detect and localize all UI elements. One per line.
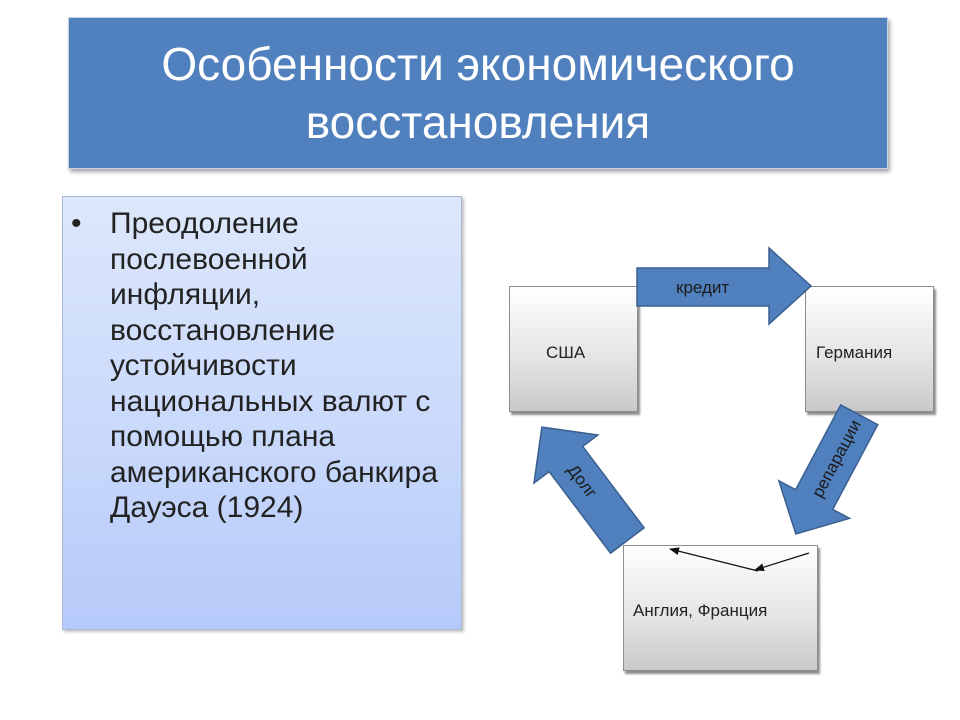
slide-title-line2: восстановления [305,96,651,148]
debt-arrow: Долг [533,426,646,555]
bullet-marker: • [71,207,82,240]
reparations-arrow: репарации [777,403,879,535]
slide-title-line1: Особенности экономического [161,38,795,90]
credit-arrow-label: кредит [676,278,729,297]
node-england-france: Англия, Франция [623,545,818,671]
node-germany: Германия [805,286,934,412]
credit-arrow: кредит [636,246,813,326]
internal-flow-arrows [669,547,810,572]
node-usa: США [509,286,638,412]
slide-title: Особенности экономического восстановлени… [68,17,888,169]
node-england-france-label: Англия, Франция [633,601,768,620]
bullet-text: Преодоление послевоенной инфляции, восст… [110,207,438,524]
content-panel: • Преодоление послевоенной инфляции, вос… [62,196,462,630]
node-germany-label: Германия [816,343,893,362]
node-usa-label: США [546,343,586,362]
